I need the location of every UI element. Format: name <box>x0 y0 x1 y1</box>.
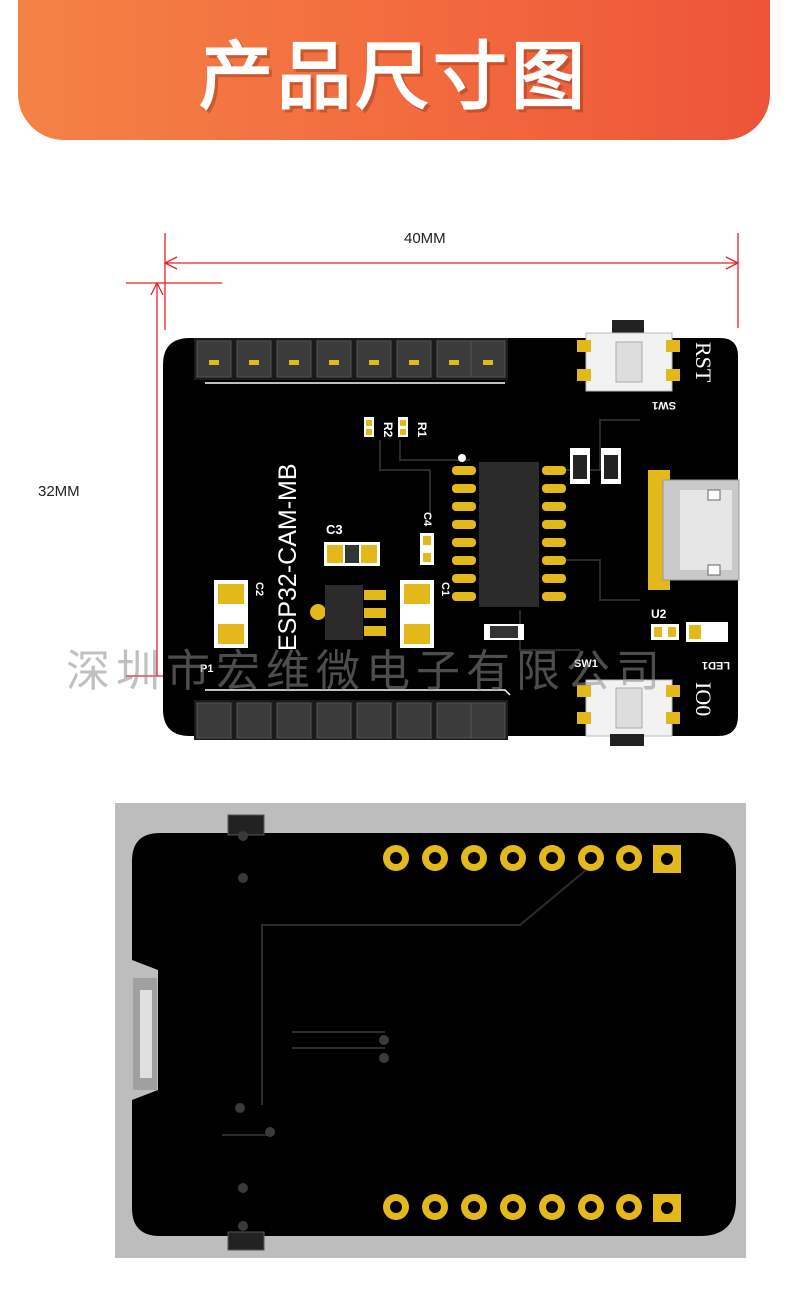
label-c2: C2 <box>253 582 265 596</box>
rst-button <box>577 320 680 392</box>
label-c1: C1 <box>439 582 451 596</box>
label-sw1-top: SW1 <box>652 399 676 411</box>
capacitor-c3 <box>324 542 380 566</box>
title-banner: 产品尺寸图 <box>18 0 770 140</box>
usb-serial-ic <box>452 454 566 607</box>
banner-title: 产品尺寸图 <box>199 33 589 120</box>
back-pcb <box>132 833 736 1236</box>
capacitor-c4 <box>420 533 434 565</box>
io0-button <box>577 679 680 746</box>
capacitor-c2 <box>214 580 248 648</box>
back-traces <box>222 869 587 1136</box>
back-top-pads <box>383 845 681 873</box>
front-pcb <box>163 338 738 736</box>
label-c4: C4 <box>421 512 433 527</box>
back-vias <box>235 831 389 1231</box>
label-led1: LED1 <box>702 659 730 671</box>
back-button-tabs <box>227 814 265 1251</box>
back-bottom-pads <box>383 1194 681 1222</box>
voltage-regulator <box>310 585 386 640</box>
width-dimension-label: 40MM <box>404 230 446 247</box>
u2-and-led <box>651 622 728 642</box>
dimension-lines <box>126 233 740 677</box>
company-watermark: 深圳市宏维微电子有限公司 <box>66 646 666 697</box>
resistors-r1-r2 <box>364 417 408 437</box>
board-name-label: ESP32-CAM-MB <box>274 463 302 651</box>
label-r1: R1 <box>415 422 429 438</box>
label-c3: C3 <box>326 522 343 537</box>
top-pin-header <box>194 338 508 384</box>
capacitor-c1 <box>400 580 434 648</box>
label-io0: IO0 <box>691 682 716 716</box>
label-u2: U2 <box>651 607 667 621</box>
label-sw1-bottom: SW1 <box>574 658 598 670</box>
back-usb-outline <box>133 978 157 1090</box>
height-dimension-label: 32MM <box>38 483 80 500</box>
label-rst: RST <box>691 342 716 383</box>
bottom-pin-header <box>194 689 511 740</box>
label-r2: R2 <box>381 422 395 438</box>
micro-usb-connector <box>648 470 740 590</box>
small-diode-bottom <box>484 624 524 640</box>
label-p1: P1 <box>200 663 213 675</box>
diodes <box>570 448 621 484</box>
